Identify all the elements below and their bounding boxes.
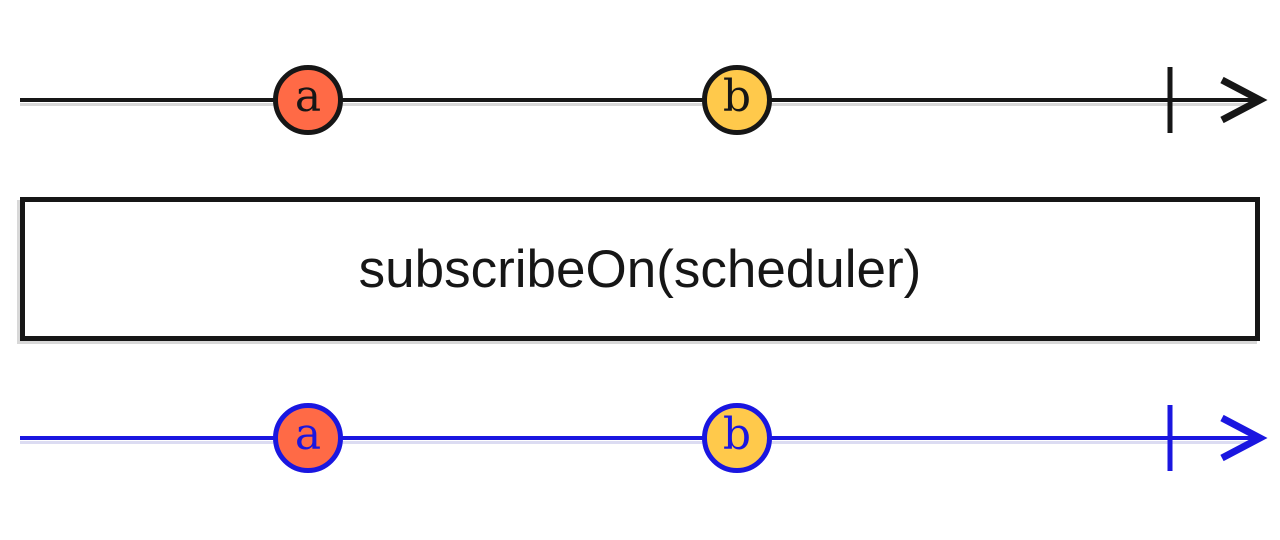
operator-box: subscribeOn(scheduler) [20,197,1260,341]
operator-label: subscribeOn(scheduler) [358,239,922,299]
source-arrowhead-icon [1220,76,1268,124]
result-marble-b-label: b [723,409,751,460]
result-timeline: a b [20,403,1268,473]
result-marble-a: a [273,403,343,473]
result-marble-b-circle [702,403,772,473]
result-marble-a-circle [273,403,343,473]
source-marble-a: a [273,65,343,135]
source-marble-b: b [702,65,772,135]
source-marble-a-circle [273,65,343,135]
result-arrowhead-icon [1220,414,1268,462]
source-timeline: a b [20,65,1268,135]
source-marble-b-circle [702,65,772,135]
source-marble-b-label: b [723,71,751,122]
result-marble-a-label: a [295,409,321,460]
source-marble-a-label: a [295,71,321,122]
result-marble-b: b [702,403,772,473]
